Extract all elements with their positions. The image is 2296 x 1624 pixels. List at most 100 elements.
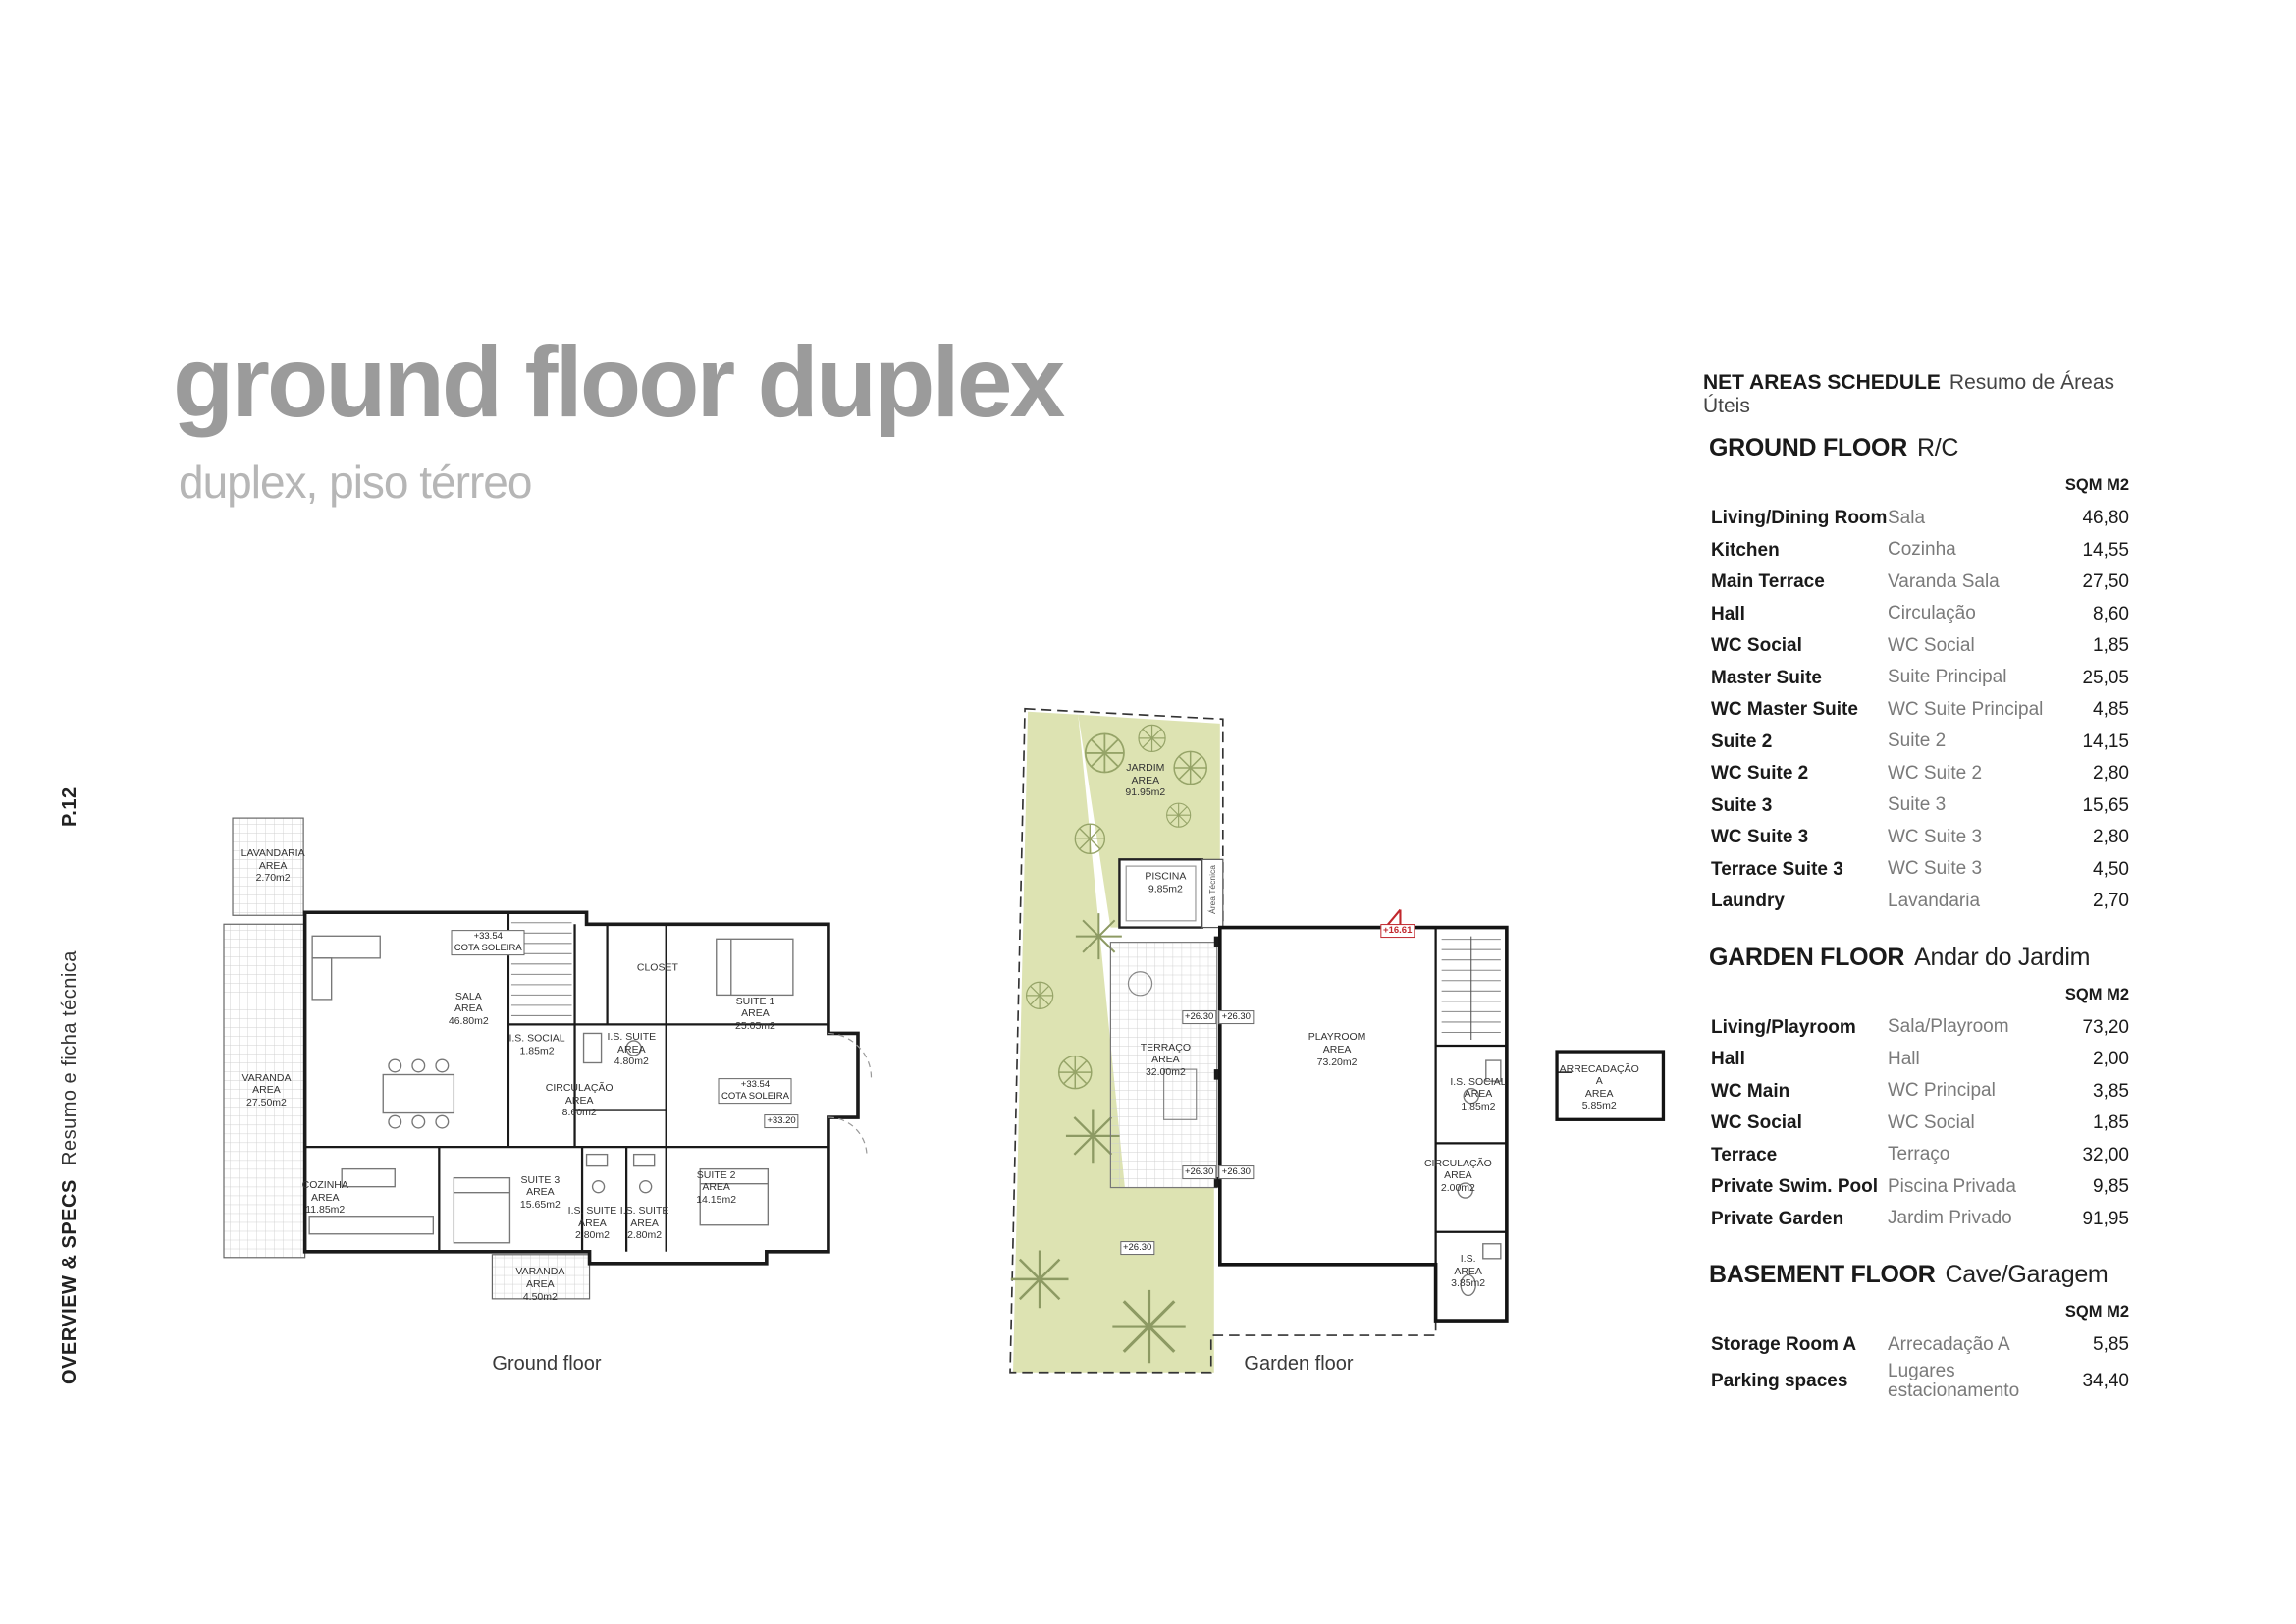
schedule-row: WC Suite 2 WC Suite 2 2,80 [1703,758,2131,790]
room-area-value: 2,80 [2093,827,2129,848]
room-name-en: Hall [1711,603,1745,624]
room-area-value: 8,60 [2093,603,2129,624]
room-name-pt: Terraço [1888,1144,1950,1165]
room-name-en: Terrace [1711,1144,1778,1165]
room-name-pt: Lavandaria [1888,890,1981,911]
room-name-pt: Varanda Sala [1888,570,2000,592]
ground-floor-svg [223,817,873,1300]
room-area-value: 1,85 [2093,1112,2129,1134]
garden-stairs [1441,936,1501,1040]
small-terrace-deck [491,1254,591,1300]
page-number: P.12 [59,786,80,827]
schedule-row: Hall Hall 2,00 [1703,1044,2131,1076]
room-name-pt: Circulação [1888,603,1976,624]
entry-door-red [1384,908,1402,929]
room-name-pt: WC Suite 2 [1888,762,1983,784]
room-name-en: WC Social [1711,635,1802,657]
sidebar-section-subtitle: Resumo e ficha técnica [59,950,80,1166]
room-area-value: 5,85 [2093,1334,2129,1356]
garden-floor-caption: Garden floor [1244,1353,1354,1375]
laundry-deck [232,817,304,916]
page-title: ground floor duplex [173,326,1065,438]
room-name-en: Laundry [1711,891,1785,912]
room-name-en: WC Main [1711,1080,1790,1102]
room-name-pt: Hall [1888,1048,1920,1069]
room-name-pt: WC Suite 3 [1888,826,1983,847]
ground-floor-caption: Ground floor [492,1353,602,1375]
section-heading-pt: Cave/Garagem [1945,1261,2109,1288]
room-name-pt: Jardim Privado [1888,1208,2012,1229]
building-interior-walls [1434,927,1507,1265]
room-area-value: 4,85 [2093,699,2129,721]
room-name-en: Terrace Suite 3 [1711,858,1843,880]
room-name-pt: Arrecadação A [1888,1333,2010,1355]
room-name-en: Private Swim. Pool [1711,1176,1878,1198]
room-name-en: WC Social [1711,1112,1802,1134]
room-name-pt: Cozinha [1888,539,1956,561]
schedule-row: Parking spaces Lugares estacionamento 34,4… [1703,1360,2131,1402]
room-name-en: Main Terrace [1711,571,1825,593]
building-walls [1217,925,1509,1323]
room-name-pt: Sala [1888,507,1926,528]
room-name-en: Living/Playroom [1711,1016,1856,1038]
terrace-deck [1109,936,1225,1189]
room-name-en: Master Suite [1711,667,1822,688]
room-area-value: 3,85 [2093,1080,2129,1102]
main-terrace-deck [223,923,306,1259]
garden-floor-svg [1009,707,1666,1374]
storage-room-a [1555,1050,1666,1121]
wc-fixtures [1457,1059,1502,1297]
room-name-en: Hall [1711,1049,1745,1070]
room-name-pt: Suite 3 [1888,794,1947,816]
schedule-row: Terrace Terraço 32,00 [1703,1140,2131,1172]
room-name-pt: Lugares estacionamento [1888,1360,2020,1402]
room-name-pt: WC Social [1888,1111,1975,1133]
swimming-pool [1118,858,1224,929]
room-name-en: WC Suite 3 [1711,827,1809,848]
room-name-en: Parking spaces [1711,1371,1848,1392]
sidebar-section-title: OVERVIEW & SPECS [59,1179,80,1384]
room-name-en: WC Suite 2 [1711,763,1809,785]
schedule-row: WC Suite 3 WC Suite 3 2,80 [1703,822,2131,854]
room-area-value: 2,80 [2093,763,2129,785]
room-name-pt: Piscina Privada [1888,1175,2016,1197]
room-area-value: 32,00 [2082,1144,2129,1165]
room-name-en: Private Garden [1711,1208,1844,1229]
unit-label: SQM M2 [2064,476,2129,494]
door-swing-arcs [828,1032,873,1157]
room-name-pt: Sala/Playroom [1888,1016,2009,1038]
room-area-value: 46,80 [2082,508,2129,529]
room-area-value: 14,15 [2082,731,2129,752]
room-area-value: 34,40 [2082,1371,2129,1392]
schedule-row: WC Social WC Social 1,85 [1703,1108,2131,1140]
room-area-value: 91,95 [2082,1208,2129,1229]
room-area-value: 2,00 [2093,1049,2129,1070]
stairs [510,922,572,1016]
section-heading-pt: Andar do Jardim [1914,943,2091,971]
room-name-pt: WC Principal [1888,1080,1996,1102]
unit-label: SQM M2 [2064,985,2129,1003]
room-area-value: 4,50 [2093,858,2129,880]
room-name-en: Suite 2 [1711,731,1773,752]
